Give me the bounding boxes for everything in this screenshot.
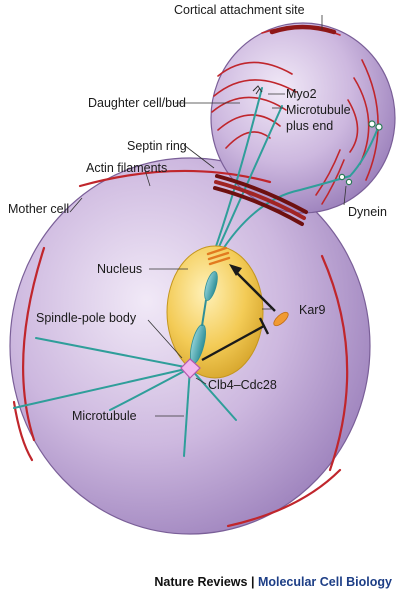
septin-ring (213, 174, 308, 226)
label-septin-ring: Septin ring (127, 139, 187, 153)
label-daughter-cell-bud: Daughter cell/bud (88, 96, 186, 110)
credit-section: Molecular Cell Biology (258, 575, 392, 589)
credit-separator: | (247, 575, 257, 589)
label-nucleus: Nucleus (97, 262, 142, 276)
inhibition-bar (258, 317, 270, 335)
actin-filaments-bud (211, 26, 379, 205)
label-microtubule-plus-end-line1: Microtubule (286, 103, 351, 117)
daughter-cell (210, 22, 396, 214)
spindle-pole-body-upper (206, 246, 231, 266)
activation-arrowhead (229, 264, 242, 276)
myo2-motor (252, 85, 263, 95)
label-kar9: Kar9 (299, 303, 325, 317)
label-spindle-pole-body: Spindle-pole body (36, 311, 137, 325)
label-microtubule: Microtubule (72, 409, 137, 423)
spindle-mid (201, 299, 207, 327)
cortical-attachment-site (269, 24, 337, 35)
label-cortical-attachment-site: Cortical attachment site (174, 3, 305, 17)
label-dynein: Dynein (348, 205, 387, 219)
kar9-marker (273, 311, 289, 327)
label-mother-cell: Mother cell (8, 202, 69, 216)
journal-credit: Nature Reviews | Molecular Cell Biology (154, 575, 392, 589)
credit-journal: Nature Reviews (154, 575, 247, 589)
nucleus (166, 245, 264, 379)
clb4-cdc28-marker (180, 358, 201, 379)
label-actin-filaments: Actin filaments (86, 161, 167, 175)
dynein-beads (338, 120, 383, 186)
leader-lines (69, 15, 347, 417)
label-myo2: Myo2 (286, 87, 317, 101)
label-microtubule-plus-end-line2: plus end (286, 119, 333, 133)
actin-filaments-mother (12, 169, 349, 528)
regulation-arrows (201, 271, 276, 362)
label-clb4-cdc28: Clb4–Cdc28 (208, 378, 277, 392)
